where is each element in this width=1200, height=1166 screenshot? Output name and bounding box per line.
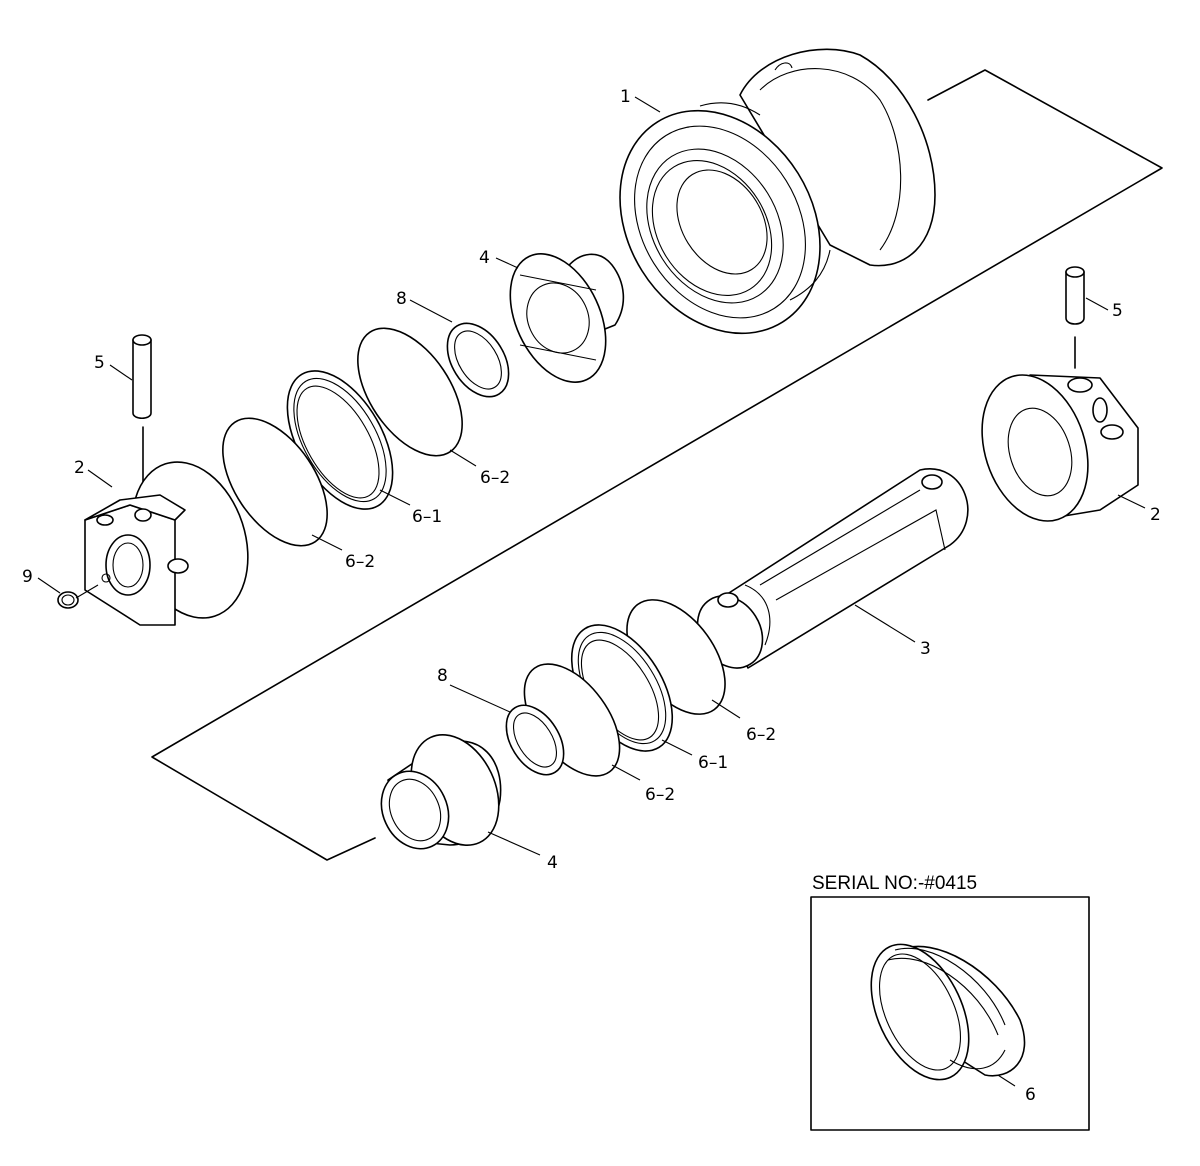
- part-pin-left: [132, 334, 152, 501]
- part-collar-left: [84, 461, 249, 626]
- callout-6-inset: 6: [1025, 1085, 1036, 1105]
- callout-6-2-c: 6–2: [746, 725, 776, 745]
- callout-labels: 1 4 8 5 2 9 6–2 6–1 6–2 5 2 3 6–2 6–1 6–…: [22, 87, 1161, 873]
- callout-6-2-d: 6–2: [645, 785, 675, 805]
- callout-5-right: 5: [1112, 301, 1123, 321]
- callout-6-1-lower: 6–1: [698, 753, 728, 773]
- callout-4-lower: 4: [547, 853, 558, 873]
- callout-9: 9: [22, 567, 33, 587]
- callout-4-upper: 4: [479, 248, 490, 268]
- inset-frame: [810, 896, 1090, 1131]
- exploded-frame-line: [151, 69, 1163, 861]
- part-collar-right: [981, 374, 1139, 522]
- part-bushing-upper: [509, 253, 625, 383]
- inset-title: SERIAL NO:-#0415: [812, 873, 977, 894]
- callout-6-2-a: 6–2: [480, 468, 510, 488]
- callout-5-left: 5: [94, 353, 105, 373]
- part-oring-upper-right: [357, 327, 463, 457]
- callout-6-1-upper: 6–1: [412, 507, 442, 527]
- part-plug: [57, 591, 79, 609]
- part-oring-upper-left: [222, 417, 328, 547]
- callout-1: 1: [620, 87, 631, 107]
- callout-2-right: 2: [1150, 505, 1161, 525]
- callout-2-left: 2: [74, 458, 85, 478]
- leader-lines: [37, 96, 1146, 1087]
- part-seal-ring-inset: [870, 943, 1026, 1081]
- callout-8-upper: 8: [396, 289, 407, 309]
- serial-inset: SERIAL NO:-#0415 6: [810, 873, 1090, 1131]
- part-ring-lower: [505, 704, 565, 776]
- callout-6-2-b: 6–2: [345, 552, 375, 572]
- part-pin-right: [1065, 266, 1085, 369]
- part-bushing-lower: [380, 733, 502, 850]
- part-ring-upper: [446, 322, 510, 398]
- callout-8-lower: 8: [437, 666, 448, 686]
- callout-3: 3: [920, 639, 931, 659]
- part-roller-shell: [619, 48, 936, 335]
